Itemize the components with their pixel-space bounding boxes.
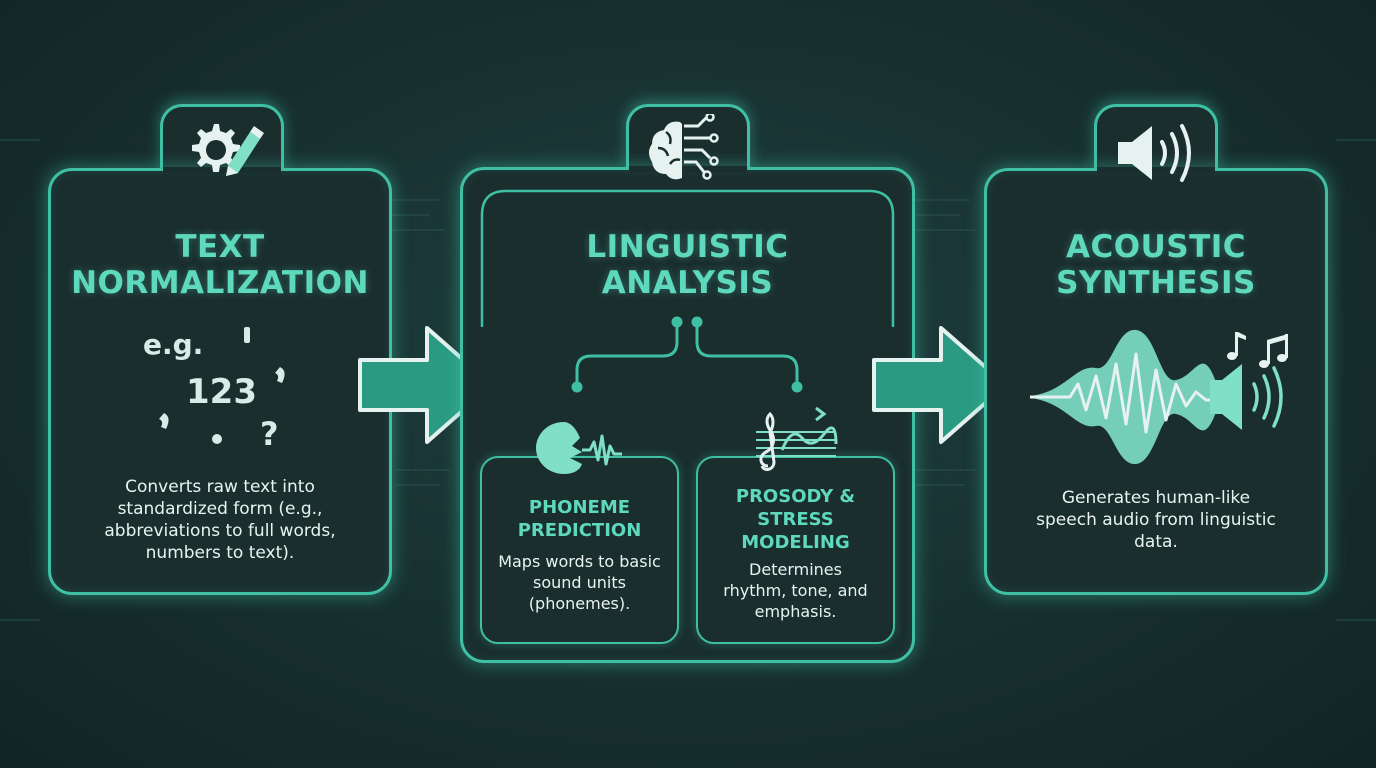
example-prefix: e.g. [143, 328, 204, 361]
linguistic-analysis-title-line1: LINGUISTIC [586, 229, 789, 265]
prosody-stress-card [696, 456, 895, 644]
acoustic-synthesis-title: ACOUSTIC SYNTHESIS [984, 229, 1328, 301]
linguistic-inner-frame [480, 189, 895, 327]
linguistic-connector-tree [571, 316, 803, 393]
music-staff-icon [756, 406, 838, 471]
flow-arrow-2 [872, 326, 1008, 444]
prosody-title-line1: PROSODY & [735, 486, 856, 507]
text-normalization-description: Converts raw text into standardized form… [104, 477, 336, 563]
acoustic-synthesis-title-line2: SYNTHESIS [1056, 265, 1256, 301]
phoneme-prediction-description: Maps words to basic sound units (phoneme… [498, 552, 661, 613]
prosody-stress-title: PROSODY & STRESS MODELING [696, 485, 895, 554]
phoneme-title-line1: PHONEME [528, 497, 631, 518]
gear-pencil-icon [192, 124, 264, 176]
linguistic-analysis-tab [626, 104, 750, 176]
prosody-title-line2: STRESS [757, 509, 834, 530]
acoustic-synthesis-description: Generates human-like speech audio from l… [1036, 488, 1276, 552]
phoneme-prediction-title: PHONEME PREDICTION [480, 496, 679, 542]
example-number: 123 [186, 372, 257, 412]
phoneme-title-line2: PREDICTION [517, 520, 642, 541]
brain-circuit-icon [649, 114, 719, 180]
linguistic-analysis-title: LINGUISTIC ANALYSIS [460, 229, 915, 301]
acoustic-synthesis-tab [1094, 104, 1218, 176]
text-normalization-card [48, 168, 392, 595]
sound-wave-icon [1030, 329, 1288, 465]
speaking-head-icon [536, 422, 622, 474]
text-normalization-title: TEXT NORMALIZATION [48, 229, 392, 301]
linguistic-analysis-title-line2: ANALYSIS [601, 265, 774, 301]
prosody-title-line3: MODELING [741, 532, 850, 553]
prosody-stress-description: Determines rhythm, tone, and emphasis. [723, 560, 868, 621]
svg-text:?: ? [260, 415, 279, 453]
speaker-icon [1118, 124, 1191, 182]
text-normalization-title-line1: TEXT [175, 229, 265, 265]
phoneme-prediction-card [480, 456, 679, 644]
flow-arrow-1 [358, 326, 494, 444]
acoustic-synthesis-title-line1: ACOUSTIC [1065, 229, 1247, 265]
text-normalization-title-line2: NORMALIZATION [71, 265, 369, 301]
punctuation-marks: ? [159, 327, 285, 453]
